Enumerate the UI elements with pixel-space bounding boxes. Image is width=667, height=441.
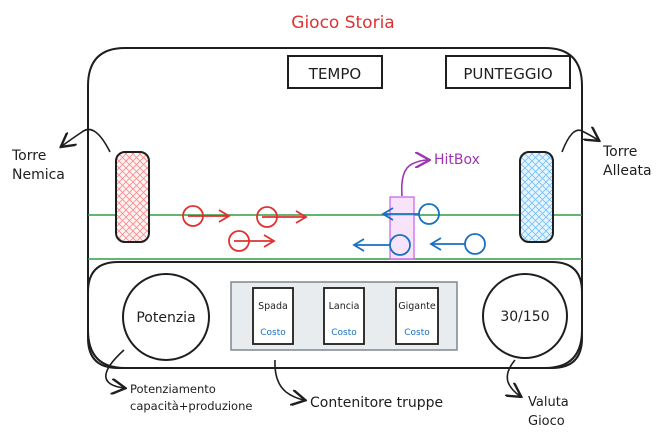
troop-cost-spada: Costo <box>260 328 286 338</box>
power-annotation-arrow <box>105 349 124 388</box>
hitbox-label: HitBox <box>434 152 480 168</box>
currency-value: 30/150 <box>500 309 549 325</box>
troop-cost-lancia: Costo <box>331 328 357 338</box>
enemy-troop <box>256 206 308 228</box>
power-annotation-line2: capacità+produzione <box>130 399 252 413</box>
bottom-control-panel <box>87 261 583 369</box>
ally-troop <box>352 234 411 256</box>
ally-tower-label-line1: Torre <box>602 144 637 160</box>
troop-cost-gigante: Costo <box>404 328 430 338</box>
enemy-tower-label-line1: Torre <box>11 148 46 164</box>
score-label: PUNTEGGIO <box>463 65 552 83</box>
enemy-tower-pointer-arrow <box>62 128 111 153</box>
troops-annotation-label: Contenitore truppe <box>310 395 443 411</box>
troop-card-spada[interactable]: Spada Costo <box>252 287 294 345</box>
enemy-troop <box>228 230 276 252</box>
ally-tower-label-line2: Alleata <box>603 163 652 179</box>
currency-annotation-arrow <box>507 359 520 396</box>
currency-annotation-line2: Gioco <box>528 414 565 429</box>
enemy-tower <box>115 151 150 243</box>
power-annotation-line1: Potenziamento <box>130 382 216 396</box>
ally-troop <box>381 203 440 225</box>
power-label: Potenzia <box>136 310 195 326</box>
time-box: TEMPO <box>287 55 383 89</box>
ally-troop <box>429 233 486 255</box>
enemy-tower-label-line2: Nemica <box>12 167 65 183</box>
troop-name-lancia: Lancia <box>329 301 360 312</box>
troops-annotation-arrow <box>274 359 304 400</box>
troop-card-lancia[interactable]: Lancia Costo <box>323 287 365 345</box>
currency-annotation-line1: Valuta <box>528 395 569 410</box>
currency-display: 30/150 <box>482 273 568 359</box>
troop-name-spada: Spada <box>258 301 288 312</box>
power-button[interactable]: Potenzia <box>122 273 210 361</box>
hitbox-pointer-arrow <box>400 160 428 197</box>
troop-card-gigante[interactable]: Gigante Costo <box>395 287 439 345</box>
ally-tower <box>519 151 554 243</box>
troop-name-gigante: Gigante <box>398 301 436 312</box>
score-box: PUNTEGGIO <box>445 55 571 89</box>
diagram-title: Gioco Storia <box>291 13 394 33</box>
ally-tower-pointer-arrow <box>561 130 598 153</box>
hitbox-zone <box>389 196 415 260</box>
enemy-troop <box>182 205 231 227</box>
time-label: TEMPO <box>308 65 361 83</box>
